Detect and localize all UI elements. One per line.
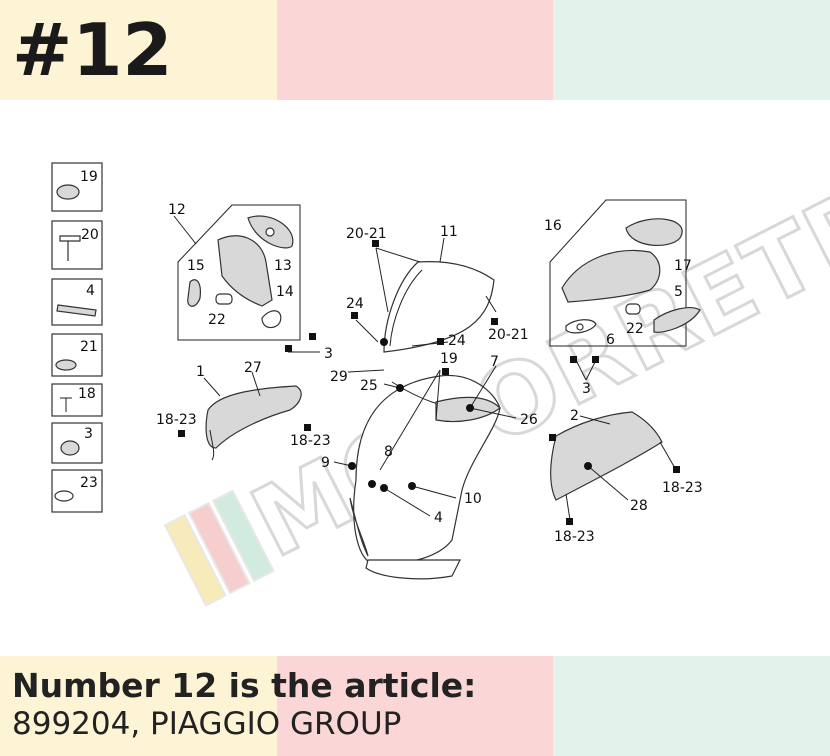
right-side-panel [550, 411, 663, 501]
band-yellow [0, 0, 277, 100]
callout-17: 17 [674, 258, 692, 274]
callout-22a: 22 [208, 312, 226, 328]
legend-label: 21 [80, 339, 98, 355]
callout-29: 29 [330, 369, 348, 385]
legend-label: 18 [78, 386, 96, 402]
callout-15: 15 [187, 258, 205, 274]
callout-10: 10 [464, 491, 482, 507]
left-mirror-group [177, 204, 301, 341]
callout-4: 4 [434, 510, 443, 526]
legend-box [51, 220, 103, 270]
band-mint [553, 656, 830, 756]
callout-22b: 22 [626, 321, 644, 337]
callout-26: 26 [520, 412, 538, 428]
callout-18-23a: 18-23 [156, 412, 197, 428]
callout-3b: 3 [582, 381, 591, 397]
legend-label: 19 [80, 169, 98, 185]
legend-label: 3 [84, 426, 93, 442]
callout-16: 16 [544, 218, 562, 234]
legend-label: 20 [81, 227, 99, 243]
right-mirror-group [549, 199, 701, 347]
callout-7: 7 [490, 354, 499, 370]
callout-6: 6 [606, 332, 615, 348]
band-pink [276, 656, 554, 756]
legend-label: 4 [86, 283, 95, 299]
left-side-panel [205, 385, 302, 461]
callout-25: 25 [360, 378, 378, 394]
callout-18-23c: 18-23 [662, 480, 703, 496]
parts-diagram: MOTORRETRO 19 20 4 21 18 3 23 [51, 125, 830, 607]
page-number-title: #12 [12, 8, 173, 92]
caption-heading: Number 12 is the article: [12, 666, 477, 705]
callout-11: 11 [440, 224, 458, 240]
callout-9: 9 [321, 455, 330, 471]
band-pink [276, 0, 554, 100]
callout-24a: 24 [346, 296, 364, 312]
callout-24b: 24 [448, 333, 466, 349]
callout-20-21a: 20-21 [346, 226, 387, 242]
callout-13: 13 [274, 258, 292, 274]
band-mint [553, 0, 830, 100]
callout-labels: 12 15 13 14 22 3 20-21 11 24 24 20-21 19… [156, 202, 703, 545]
top-color-band [0, 0, 830, 100]
callout-1: 1 [196, 364, 205, 380]
callout-27: 27 [244, 360, 262, 376]
callout-20-21b: 20-21 [488, 327, 529, 343]
callout-18-23d: 18-23 [554, 529, 595, 545]
legend-label: 23 [80, 475, 98, 491]
bottom-color-band [0, 656, 830, 756]
callout-markers [178, 240, 680, 525]
legend-box [51, 278, 103, 326]
callout-18-23b: 18-23 [290, 433, 331, 449]
callout-2: 2 [570, 408, 579, 424]
callout-12: 12 [168, 202, 186, 218]
legend-column: 19 20 4 21 18 3 23 [51, 162, 103, 513]
callout-14: 14 [276, 284, 294, 300]
caption-article: 899204, PIAGGIO GROUP [12, 706, 402, 742]
callout-3a: 3 [324, 346, 333, 362]
callout-28: 28 [630, 498, 648, 514]
callout-5: 5 [674, 284, 683, 300]
leader-lines [173, 215, 677, 521]
callout-8: 8 [384, 444, 393, 460]
band-yellow [0, 656, 277, 756]
windscreen [383, 261, 495, 353]
callout-19: 19 [440, 351, 458, 367]
legend-box [51, 383, 103, 417]
